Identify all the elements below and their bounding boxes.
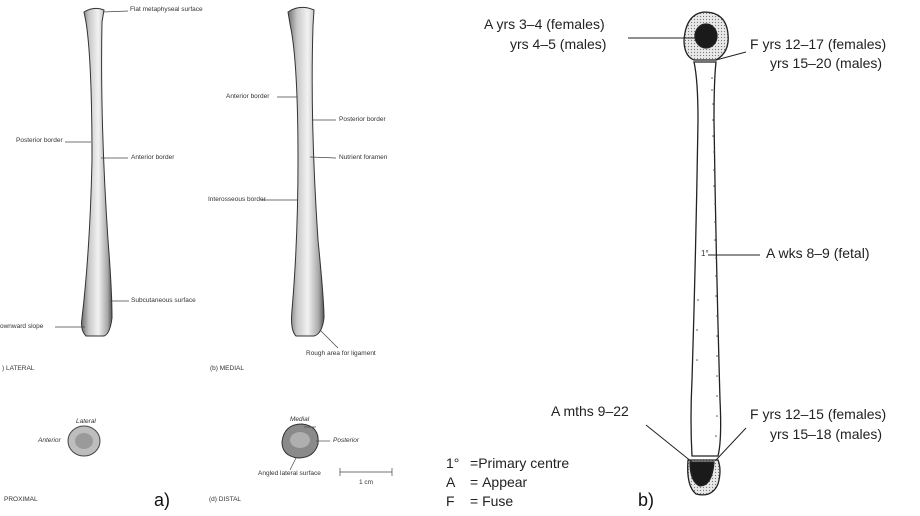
caption-distal: (d) DISTAL [209, 496, 241, 503]
label-dist-fuse-males: yrs 15–18 (males) [770, 426, 882, 442]
label-prox-appear-females: A yrs 3–4 (females) [484, 16, 605, 32]
label-prox-fuse-males: yrs 15–20 (males) [770, 55, 882, 71]
legend-item-appear: A = Appear [446, 473, 569, 492]
label-nutrient-foramen: Nutrient foramen [339, 154, 387, 161]
label-posterior-border-medial: Posterior border [339, 116, 386, 123]
scale-label: 1 cm [359, 479, 373, 486]
caption-lateral: ) LATERAL [2, 365, 34, 372]
label-shaft-appear: A wks 8–9 (fetal) [766, 245, 870, 261]
panel-label-a: a) [154, 490, 170, 511]
label-posterior-border-lateral: Posterior border [16, 137, 63, 144]
legend-key: F [446, 492, 470, 511]
primary-centre-mark: 1° [701, 249, 709, 258]
label-prox-fuse-females: F yrs 12–17 (females) [750, 36, 886, 52]
label-interosseous-border: Interosseous border [208, 196, 266, 203]
label-dist-fuse-females: F yrs 12–15 (females) [750, 406, 886, 422]
legend-value: Fuse [482, 492, 513, 511]
label-prox-appear-males: yrs 4–5 (males) [510, 36, 606, 52]
legend-item-primary: 1° =Primary centre [446, 454, 569, 473]
label-dist-appear: A mths 9–22 [551, 403, 629, 419]
medial-view-bone [288, 7, 324, 336]
label-rough-area: Rough area for ligament [306, 350, 376, 357]
legend: 1° =Primary centre A = Appear F = Fuse [446, 454, 569, 511]
label-subcutaneous-surface: Subcutaneous surface [131, 297, 196, 304]
panel-label-b: b) [638, 490, 654, 511]
label-distal-medial: Medial [290, 416, 309, 423]
label-proximal-anterior: Anterior [38, 437, 61, 444]
label-anterior-border-medial: Anterior border [226, 93, 269, 100]
label-distal-posterior: Posterior [333, 437, 359, 444]
caption-proximal: PROXIMAL [4, 496, 38, 503]
legend-value: Primary centre [478, 454, 569, 473]
label-angled-lateral-surface: Angled lateral surface [258, 470, 321, 477]
label-downward-slope: ownward slope [0, 323, 43, 330]
legend-key: A [446, 473, 470, 492]
label-anterior-border-lateral: Anterior border [131, 154, 174, 161]
caption-medial: (b) MEDIAL [210, 365, 244, 372]
legend-value: Appear [482, 473, 527, 492]
label-flat-metaphyseal: Flat metaphyseal surface [130, 6, 203, 13]
lateral-view-bone [82, 8, 113, 336]
legend-item-fuse: F = Fuse [446, 492, 569, 511]
legend-key: 1° [446, 454, 470, 473]
label-proximal-lateral: Lateral [76, 418, 96, 425]
